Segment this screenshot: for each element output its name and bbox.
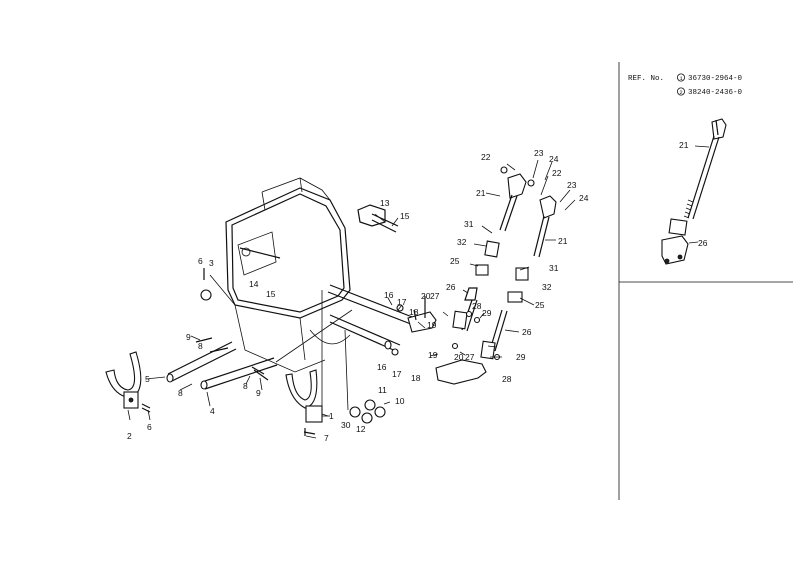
callout-28b: 28 — [502, 374, 512, 384]
shift-fork-right — [285, 369, 330, 436]
callout-32b: 32 — [542, 282, 552, 292]
inset-shift-rod — [661, 118, 727, 265]
callout-15b: 15 — [266, 289, 276, 299]
callout-24a: 24 — [549, 154, 559, 164]
ref-number-block: REF. No. 1 36730-2964-0 2 38240-2436-0 — [628, 73, 743, 97]
small-parts — [195, 268, 501, 381]
callout-25a: 25 — [450, 256, 460, 266]
callout-19a: 19 — [427, 320, 437, 330]
nut-cluster — [349, 399, 391, 424]
callout-8c: 8 — [243, 381, 248, 391]
callout-26a: 26 — [446, 282, 456, 292]
callout-4: 4 — [210, 406, 215, 416]
callout-20b: 20 — [454, 352, 464, 362]
callout-22a: 22 — [481, 152, 491, 162]
callout-32a: 32 — [457, 237, 467, 247]
shift-fork-left — [105, 351, 151, 413]
callout-18a: 18 — [409, 307, 419, 317]
callout-31b: 31 — [549, 263, 559, 273]
callout-30: 30 — [341, 420, 351, 430]
callout-21b: 21 — [558, 236, 568, 246]
callout-21-inset: 21 — [679, 140, 689, 150]
callout-26-inset: 26 — [698, 238, 708, 248]
callout-29a: 29 — [482, 308, 492, 318]
callout-6b: 6 — [147, 422, 152, 432]
callout-17a: 17 — [397, 297, 407, 307]
fork-rod-5 — [166, 341, 237, 383]
callout-2: 2 — [127, 431, 132, 441]
bracket-13 — [357, 204, 399, 233]
callout-5: 5 — [145, 374, 150, 384]
callout-31a: 31 — [464, 219, 474, 229]
callout-9a: 9 — [186, 332, 191, 342]
lower-rod-assembly — [480, 195, 557, 360]
callout-27b: 27 — [465, 352, 475, 362]
callout-22b: 22 — [552, 168, 562, 178]
callout-15a: 15 — [400, 211, 410, 221]
callout-27a: 27 — [430, 291, 440, 301]
callout-28a: 28 — [472, 301, 482, 311]
callout-26b: 26 — [522, 327, 532, 337]
ref-label: REF. No. — [628, 75, 664, 83]
callout-13: 13 — [380, 198, 390, 208]
callout-29b: 29 — [516, 352, 526, 362]
callout-20a: 20 — [421, 291, 431, 301]
ref-mark-1: 1 — [679, 75, 683, 82]
callout-23a: 23 — [534, 148, 544, 158]
callout-3: 3 — [209, 258, 214, 268]
callout-21a: 21 — [476, 188, 486, 198]
callout-6a: 6 — [198, 256, 203, 266]
leader-lines — [127, 159, 576, 439]
callout-17b: 17 — [392, 369, 402, 379]
ref-mark-2: 2 — [679, 89, 682, 96]
callout-8b: 8 — [178, 388, 183, 398]
callout-labels: 1 2 3 4 5 6 6 7 8 8 8 9 9 10 11 12 13 14… — [127, 140, 708, 443]
callout-16a: 16 — [384, 290, 394, 300]
callout-8a: 8 — [198, 341, 203, 351]
transmission-case — [209, 177, 351, 373]
callout-24b: 24 — [579, 193, 589, 203]
callout-12: 12 — [356, 424, 366, 434]
ref-mark-2-circle — [677, 87, 686, 96]
callout-7: 7 — [324, 433, 329, 443]
callout-9b: 9 — [256, 388, 261, 398]
callout-10: 10 — [395, 396, 405, 406]
ref-part-number-2: 38240-2436-0 — [688, 89, 743, 97]
callout-16b: 16 — [377, 362, 387, 372]
ref-part-number-1: 36730-2964-0 — [688, 75, 743, 83]
ref-mark-1-circle — [677, 73, 686, 82]
callout-14: 14 — [249, 279, 259, 289]
callout-19b: 19 — [428, 350, 438, 360]
callout-1: 1 — [329, 411, 334, 421]
callout-18b: 18 — [411, 373, 421, 383]
callout-23b: 23 — [567, 180, 577, 190]
callout-11: 11 — [378, 385, 387, 395]
callout-25b: 25 — [535, 300, 545, 310]
upper-rod-assembly — [452, 166, 535, 332]
